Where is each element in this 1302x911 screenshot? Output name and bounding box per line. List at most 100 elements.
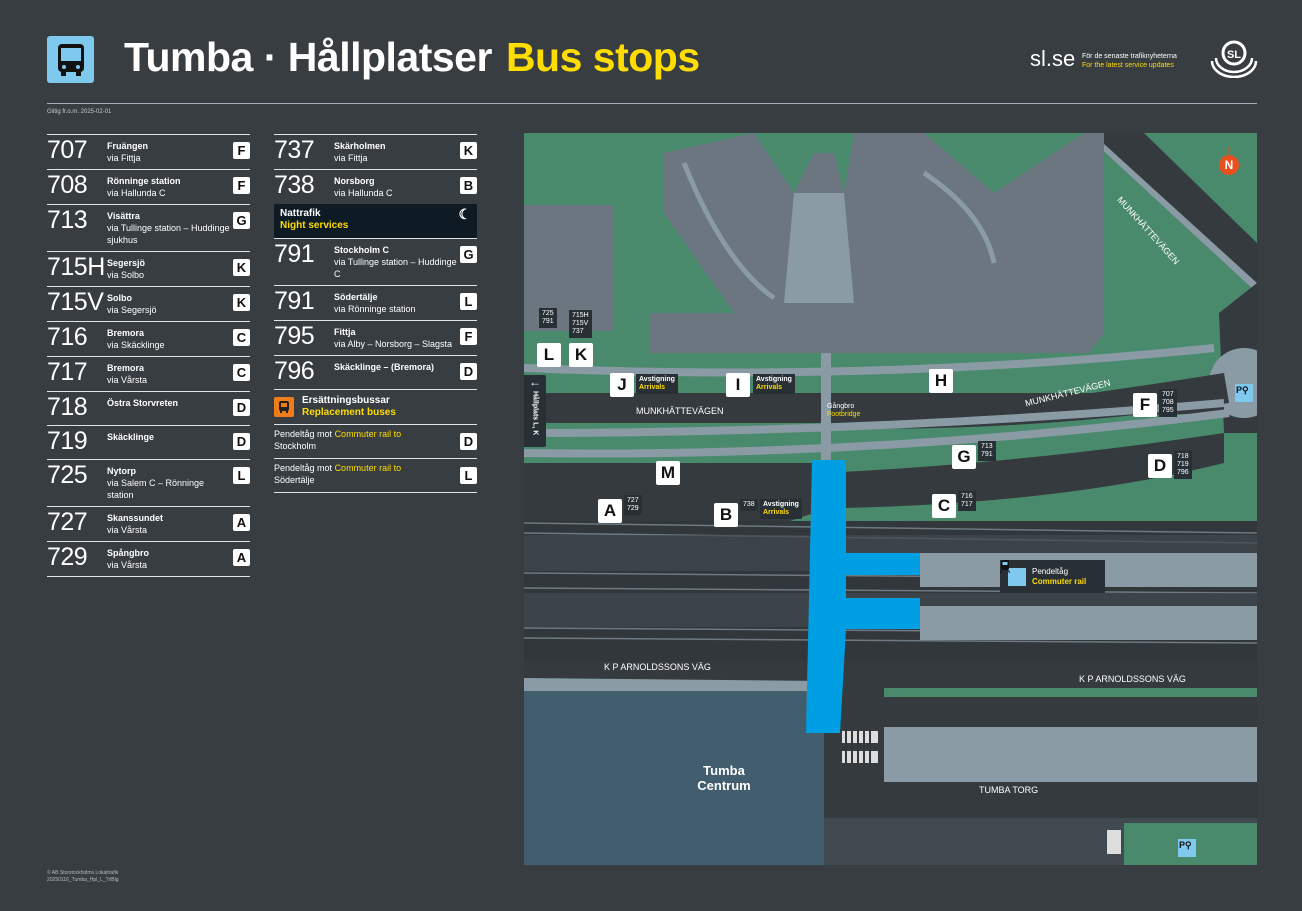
replacement-sv: Ersättningsbussar — [302, 395, 390, 406]
site-sub-en: For the latest service updates — [1082, 62, 1174, 69]
route-via: via Fittja — [334, 153, 368, 163]
title-sv: Tumba · Hållplatser — [124, 34, 492, 80]
stop-letter-badge: K — [233, 259, 250, 276]
route-number: 715V — [47, 288, 104, 316]
replacement-bus-icon — [274, 397, 294, 417]
footbridge-sv: Gångbro — [827, 403, 855, 410]
bus-stop-b[interactable]: B — [714, 503, 738, 527]
rail-en: Commuter rail to — [334, 429, 402, 439]
route-via: via Skäcklinge — [107, 340, 165, 350]
north-arrow-icon: ↑ — [1225, 142, 1233, 158]
stop-letter-badge: L — [460, 467, 477, 484]
bus-stop-l[interactable]: L — [537, 343, 561, 367]
route-destination: Skäcklinge — [107, 428, 233, 454]
list-end-divider — [274, 492, 477, 493]
footbridge-en: Footbridge — [827, 411, 861, 418]
stop-letter-badge: F — [460, 328, 477, 345]
copyright: © AB Storstockholms Lokaltrafik — [47, 870, 119, 876]
stop-letter-badge: A — [233, 514, 250, 531]
route-via: via Alby – Norsborg – Slagsta — [334, 339, 453, 349]
route-via: via Rönninge station — [334, 304, 416, 314]
stop-letter-badge: B — [460, 177, 477, 194]
route-via: via Salem C – Rönninge station — [107, 478, 205, 500]
route-destination: Södertälje via Rönninge station — [334, 288, 460, 315]
rail-en: Commuter rail — [1032, 576, 1087, 586]
stop-letter-badge: L — [233, 467, 250, 484]
route-via: via Fittja — [107, 153, 141, 163]
sl-logo: SL — [1210, 38, 1258, 83]
bus-stop-m[interactable]: M — [656, 461, 680, 485]
route-number: 727 — [47, 508, 88, 536]
arrivals-sv: Avstigning — [756, 376, 792, 383]
route-number: 707 — [47, 136, 88, 164]
route-via: via Tullinge station – Huddinge C — [334, 257, 457, 279]
bus-stop-k[interactable]: K — [569, 343, 593, 367]
route-via: via Vårsta — [107, 525, 148, 535]
destination-name: Spångbro — [107, 548, 149, 558]
destination-name: Visättra — [107, 211, 140, 221]
site-link[interactable]: sl.se — [1030, 46, 1076, 71]
tumba-centrum-label: Tumba Centrum — [697, 763, 751, 793]
bus-stop-g[interactable]: G — [952, 445, 976, 469]
route-number: 718 — [47, 393, 88, 421]
bus-stop-d[interactable]: D — [1148, 454, 1172, 478]
stop-letter-badge: L — [460, 293, 477, 310]
station-map: ↑ N MUNKHÄTTEVÄGEN MUNKHÄTTEVÄGEN MUNKHÄ… — [524, 133, 1257, 865]
route-destination: Skärholmen via Fittja — [334, 137, 460, 164]
moon-icon: ☾ — [458, 206, 471, 222]
route-number: 719 — [47, 427, 88, 455]
stop-lines-a: 727 729 — [624, 495, 642, 515]
bus-stop-h[interactable]: H — [929, 369, 953, 393]
destination-name: Bremora — [107, 328, 145, 338]
rail-destination: Södertälje — [274, 475, 315, 485]
bus-stop-c[interactable]: C — [932, 494, 956, 518]
route-number: 737 — [274, 136, 315, 164]
bus-stop-a[interactable]: A — [598, 499, 622, 523]
stop-letter-badge: D — [460, 363, 477, 380]
route-number: 713 — [47, 206, 88, 234]
stop-lines-b: 738 — [740, 499, 758, 511]
arrivals-en: Arrivals — [756, 384, 783, 391]
route-number: 795 — [274, 322, 315, 350]
stop-lines-l: 725 791 — [539, 308, 557, 328]
bus-stop-j[interactable]: J — [610, 373, 634, 397]
stop-letter-badge: D — [233, 433, 250, 450]
bus-stop-f[interactable]: F — [1133, 393, 1157, 417]
route-via: via Hallunda C — [334, 188, 393, 198]
destination-name: Skärholmen — [334, 141, 386, 151]
rail-destination: Stockholm — [274, 441, 317, 451]
destination-name: Södertälje — [334, 292, 378, 302]
bike-parking-icon: P⚲ — [1235, 384, 1253, 402]
bus-stop-i[interactable]: I — [726, 373, 750, 397]
route-via: via Segersjö — [107, 305, 157, 315]
stop-letter-badge: D — [460, 433, 477, 450]
destination-name: Rönninge station — [107, 176, 181, 186]
route-destination: Bremora via Skäcklinge — [107, 324, 233, 351]
side-sign-stops-lk: ← Hållplats L, K — [524, 375, 546, 447]
route-via: via Vårsta — [107, 560, 148, 570]
route-destination: Skäcklinge – (Bremora) — [334, 358, 460, 384]
train-icon — [1000, 560, 1026, 586]
